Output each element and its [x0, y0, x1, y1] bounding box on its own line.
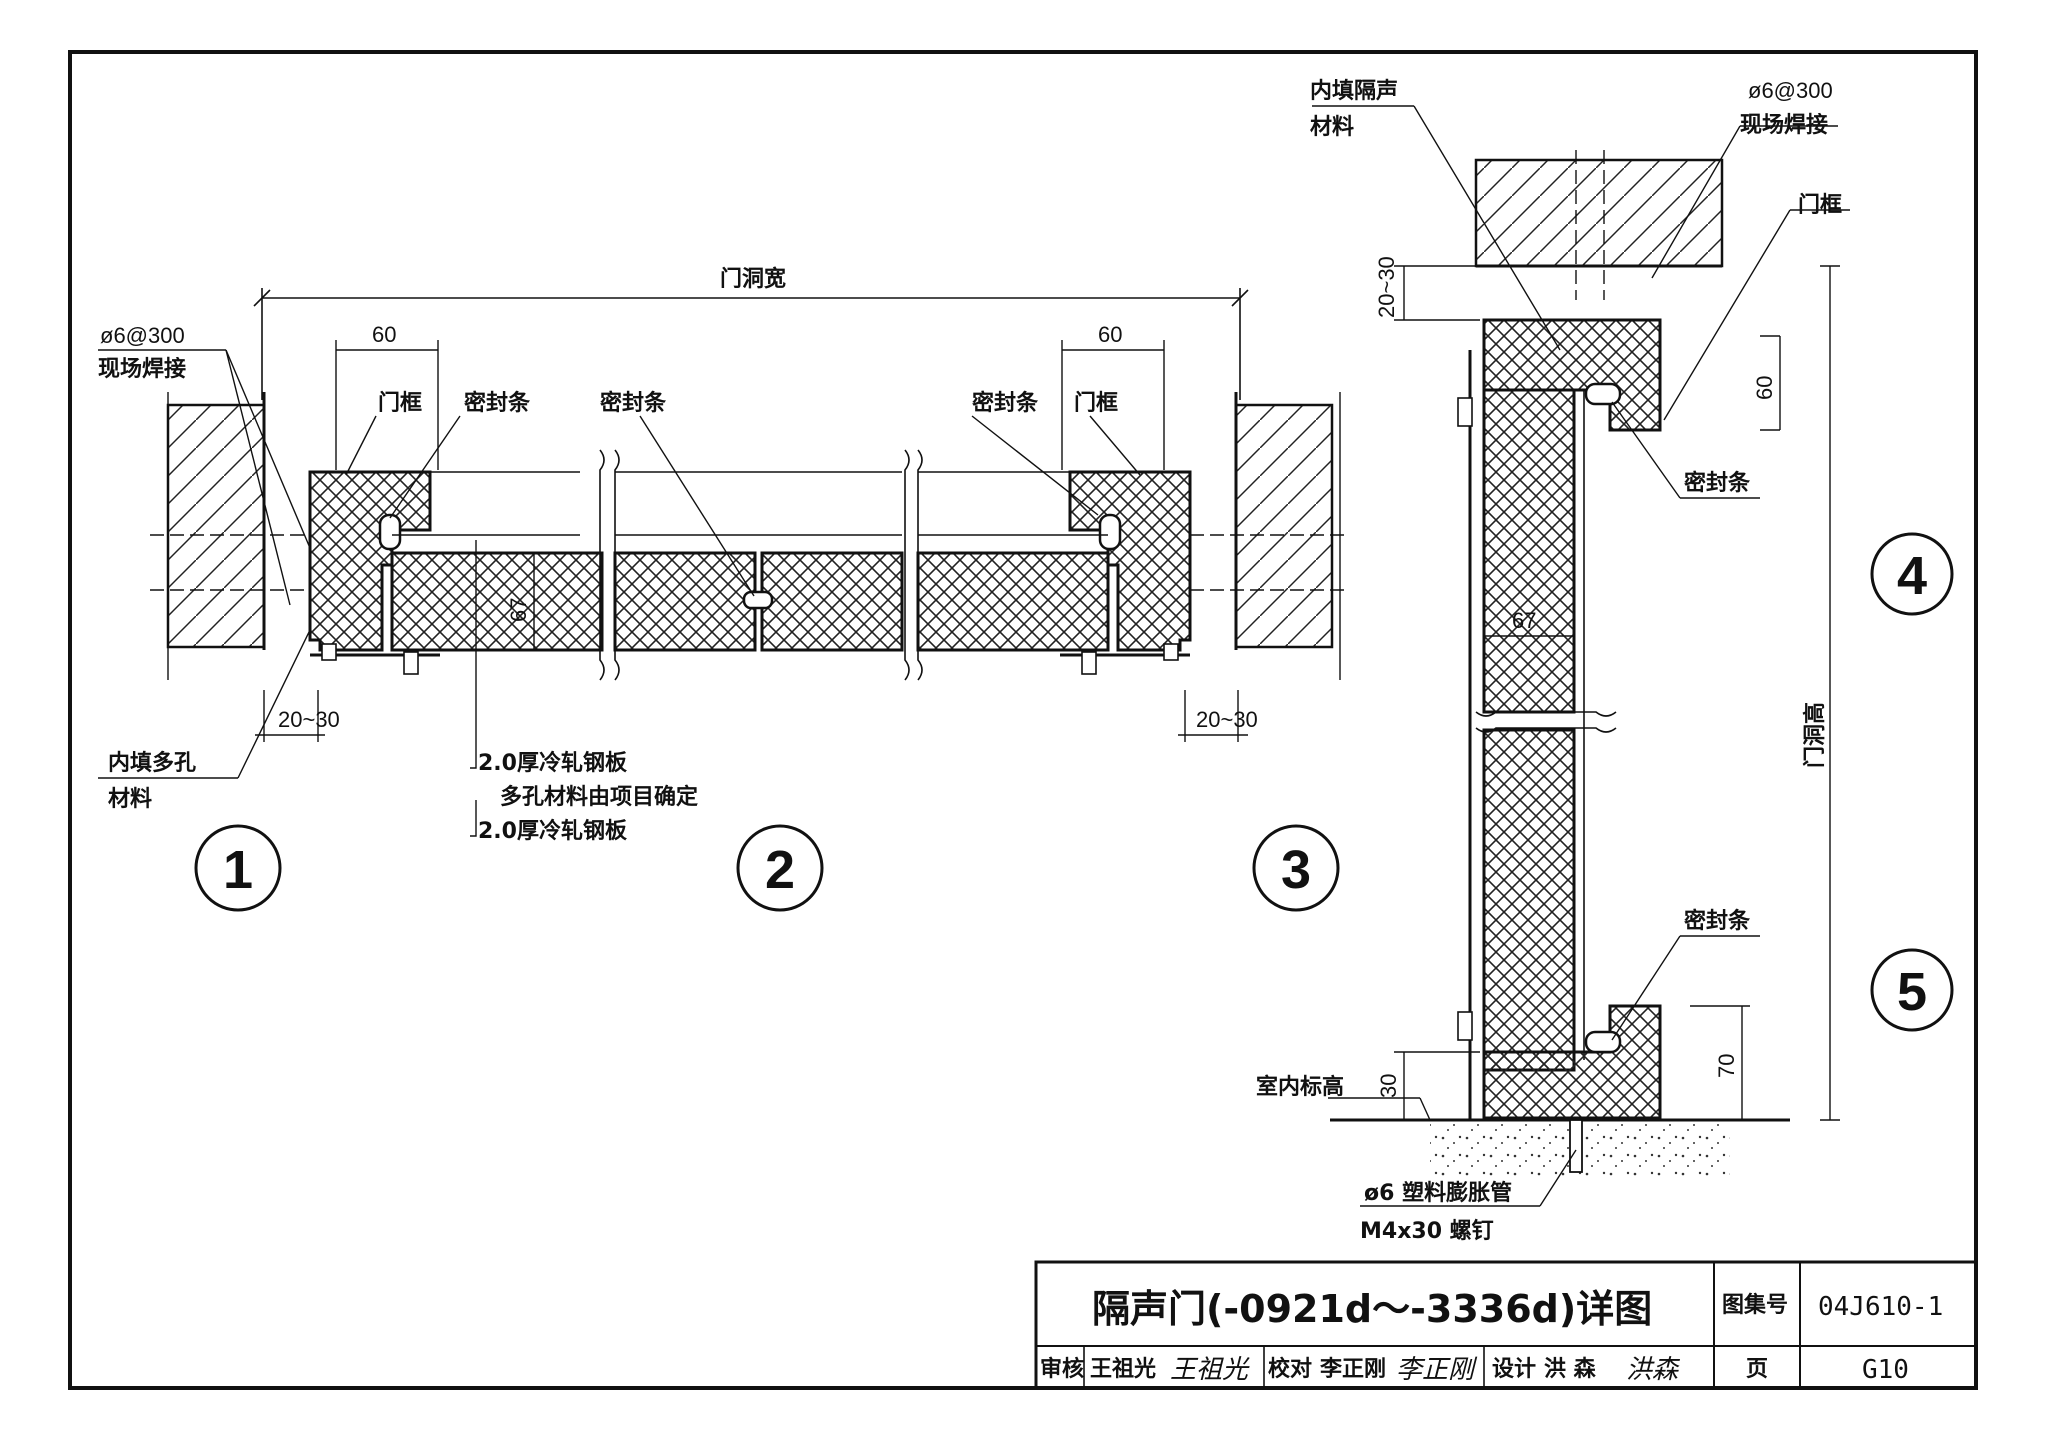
designer-signature: 洪森 [1626, 1355, 1681, 1385]
acoustic-fill-label-1: 内填隔声 [1310, 79, 1398, 104]
door-frame-section-label: 门框 [1798, 192, 1842, 218]
review-label: 审核 [1040, 1356, 1084, 1382]
field-weld-right: 现场焊接 [1740, 113, 1828, 138]
seal-strip-head [1584, 382, 1622, 406]
left-door-frame [308, 470, 440, 675]
seal-strip-sill [1584, 1030, 1622, 1054]
acoustic-fill-label-2: 材料 [1310, 115, 1354, 140]
checker-name: 李正刚 [1319, 1357, 1386, 1382]
gap-right-dim: 20~30 [1196, 707, 1258, 732]
check-label: 校对 [1268, 1356, 1312, 1382]
left-wall [150, 392, 310, 680]
svg-text:2: 2 [765, 840, 795, 900]
seal-strip-left [378, 513, 402, 551]
svg-text:3: 3 [1281, 840, 1311, 900]
right-wall [1190, 392, 1350, 680]
frame-depth-top-dim: 60 [1752, 376, 1777, 400]
seal-strip-lower-label: 密封条 [1684, 908, 1751, 934]
detail-marker-3: 3 [1252, 824, 1340, 912]
note-porous: 多孔材料由项目确定 [500, 784, 698, 810]
detail-marker-2: 2 [736, 824, 824, 912]
door-leaf-left [390, 471, 604, 652]
right-door-frame [1060, 470, 1192, 675]
top-gap-dim: 20~30 [1374, 256, 1399, 318]
design-label: 设计 [1492, 1357, 1536, 1382]
leaf-thickness-section-dim: 67 [1512, 608, 1536, 633]
anchor-label-2: M4x30 螺钉 [1360, 1218, 1494, 1244]
door-thickness-dim: 67 [506, 598, 531, 622]
page-number: G10 [1862, 1355, 1909, 1385]
detail-marker-4: 4 [1870, 532, 1954, 616]
svg-text:5: 5 [1897, 962, 1927, 1022]
break-lines [599, 449, 923, 681]
door-frame-right-label: 门框 [1074, 390, 1118, 416]
head-wall [1474, 150, 1724, 300]
detail-marker-5: 5 [1870, 948, 1954, 1032]
field-weld-left: 现场焊接 [98, 357, 186, 382]
frame-width-left-dim: 60 [372, 322, 396, 347]
door-opening-height-label: 门洞高 [1802, 702, 1828, 768]
drawing-title: 隔声门(-0921d～-3336d)详图 [1092, 1287, 1652, 1331]
atlas-number: 04J610-1 [1818, 1292, 1943, 1322]
detail-marker-1: 1 [194, 824, 282, 912]
seal-strip-right [1098, 513, 1122, 551]
section-leaders [1312, 105, 1850, 1207]
floor-slab [1330, 1118, 1790, 1176]
designer-name: 洪 森 [1544, 1356, 1597, 1382]
seal-strip-upper-label: 密封条 [1684, 470, 1751, 496]
svg-text:4: 4 [1897, 546, 1927, 606]
door-frame-left-label: 门框 [378, 390, 422, 416]
bottom-frame-dim: 70 [1714, 1054, 1739, 1078]
note-steel-2: 2.0厚冷轧钢板 [478, 818, 628, 844]
opening-width-dimension [253, 288, 1249, 400]
porous-fill-label-2: 材料 [108, 787, 152, 812]
seal-strip-center-label: 密封条 [600, 390, 667, 416]
rebar-spec-left: ø6@300 [100, 323, 185, 348]
door-opening-width-label: 门洞宽 [720, 266, 786, 292]
reviewer-name: 王祖光 [1090, 1357, 1156, 1382]
anchor-label-1: ø6 塑料膨胀管 [1364, 1180, 1512, 1206]
gap-left-dim: 20~30 [278, 707, 340, 732]
sheet-border [68, 50, 1978, 1390]
title-block [1034, 1260, 1978, 1390]
checker-signature: 李正刚 [1396, 1355, 1478, 1385]
frame-width-right-dim: 60 [1098, 322, 1122, 347]
rebar-spec-right: ø6@300 [1748, 78, 1833, 103]
atlas-label: 图集号 [1722, 1292, 1788, 1318]
door-leaf-center [613, 471, 904, 652]
plan-leaders [98, 349, 1141, 837]
seal-strip-left-label: 密封条 [464, 390, 531, 416]
section-dimensions [1394, 265, 1840, 1121]
porous-fill-label-1: 内填多孔 [108, 750, 196, 776]
seal-strip-center [742, 590, 774, 610]
reviewer-signature: 王祖光 [1170, 1355, 1250, 1385]
floor-level-label: 室内标高 [1256, 1074, 1344, 1100]
page-label: 页 [1746, 1357, 1768, 1382]
door-leaf-right [916, 471, 1110, 652]
seal-strip-right-label: 密封条 [972, 390, 1039, 416]
note-steel-1: 2.0厚冷轧钢板 [478, 750, 628, 776]
door-leaf-section [1475, 388, 1617, 1072]
bottom-gap-dim: 30 [1376, 1074, 1401, 1098]
svg-text:1: 1 [223, 840, 253, 900]
